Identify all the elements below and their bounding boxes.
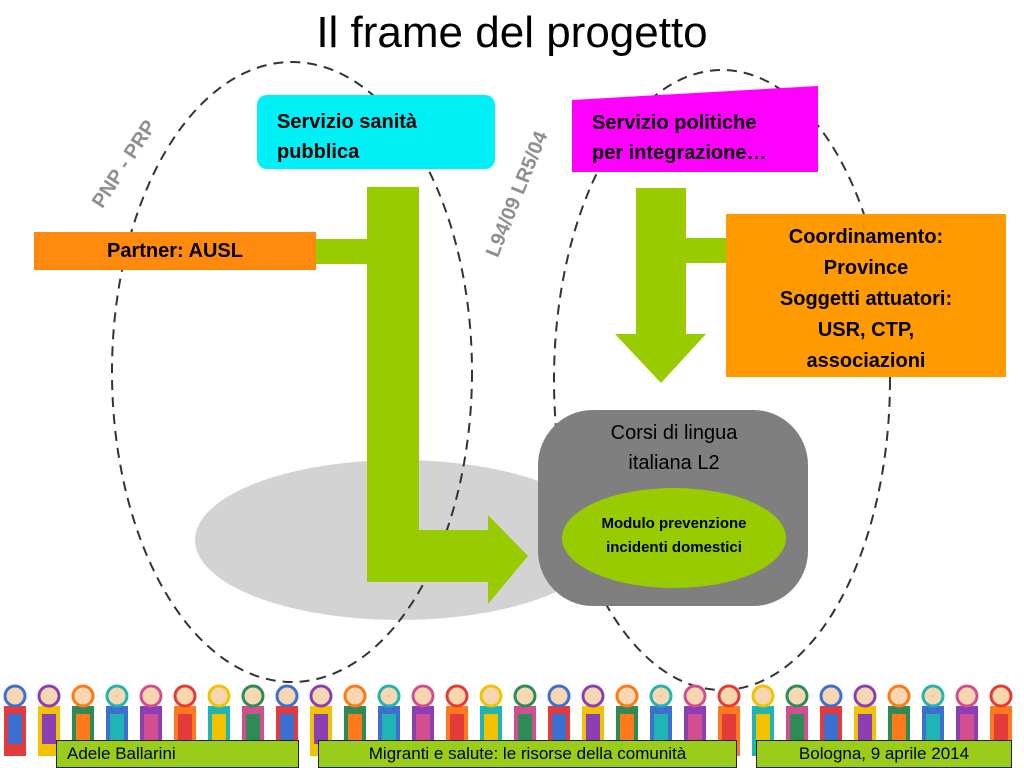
coord-line-3: Soggetti attuatori:	[779, 288, 953, 310]
footer-place-date: Bologna, 9 aprile 2014	[756, 740, 1012, 768]
footer-figure-head	[377, 684, 401, 708]
servizio-politiche-box: Servizio politiche per integrazione…	[570, 86, 820, 172]
footer-figure-head	[275, 684, 299, 708]
footer-figure-stripe	[144, 714, 158, 744]
footer-figure-head	[411, 684, 435, 708]
footer-figure-stripe	[620, 714, 634, 744]
modulo-line-1: Modulo prevenzione	[601, 515, 747, 532]
footer-figure-head	[683, 684, 707, 708]
footer-figure-head	[649, 684, 673, 708]
footer-figure-stripe	[8, 714, 22, 744]
footer-figure-stripe	[926, 714, 940, 744]
footer-figure-head	[71, 684, 95, 708]
coordinamento-box: Coordinamento: Province Soggetti attuato…	[726, 214, 1006, 377]
sanita-line-1: Servizio sanità	[277, 111, 418, 133]
footer-figure-head	[547, 684, 571, 708]
footer-figure-head	[751, 684, 775, 708]
sanita-line-2: pubblica	[277, 141, 360, 163]
right-green-arrow	[615, 188, 706, 383]
footer-figure-head	[105, 684, 129, 708]
footer-figure-head	[3, 684, 27, 708]
footer-figure-stripe	[450, 714, 464, 744]
modulo-line-2: incidenti domestici	[606, 539, 742, 556]
coord-connector	[684, 238, 728, 263]
partner-box: Partner: AUSL	[34, 232, 316, 270]
footer-figure-head	[581, 684, 605, 708]
footer-figure-stripe	[42, 714, 56, 744]
footer-figure-stripe	[348, 714, 362, 744]
footer-figure-head	[309, 684, 333, 708]
footer-figure-head	[173, 684, 197, 708]
politiche-shape	[572, 86, 818, 172]
servizio-sanita-box: Servizio sanità pubblica	[257, 95, 495, 169]
footer-figure-stripe	[858, 714, 872, 744]
footer-figure-head	[785, 684, 809, 708]
footer-figure-head	[955, 684, 979, 708]
corsi-line-2: italiana L2	[628, 452, 720, 474]
footer-figure-stripe	[994, 714, 1008, 744]
footer-figure-stripe	[790, 714, 804, 744]
corsi-line-1: Corsi di lingua	[610, 422, 738, 444]
coord-line-1: Coordinamento:	[788, 226, 944, 248]
footer-figure-stripe	[280, 714, 294, 744]
footer-figure-head	[445, 684, 469, 708]
politiche-line-2: per integrazione…	[592, 142, 767, 164]
footer-figure-stripe	[314, 714, 328, 744]
coord-line-5: associazioni	[806, 350, 926, 372]
footer-figure-stripe	[960, 714, 974, 744]
footer-figure-stripe	[518, 714, 532, 744]
footer-topic: Migranti e salute: le risorse della comu…	[318, 740, 737, 768]
footer-figure-stripe	[552, 714, 566, 744]
footer-figure-stripe	[824, 714, 838, 744]
coord-line-2: Province	[823, 257, 909, 279]
corsi-label: Corsi di lingua italiana L2	[540, 418, 808, 478]
footer-figure-head	[819, 684, 843, 708]
footer-figure-stripe	[892, 714, 906, 744]
footer-figure-head	[37, 684, 61, 708]
footer-figure-head	[717, 684, 741, 708]
footer-figure-stripe	[688, 714, 702, 744]
footer-figure-stripe	[484, 714, 498, 744]
footer-figure-head	[513, 684, 537, 708]
modulo-label: Modulo prevenzione incidenti domestici	[562, 512, 786, 560]
footer-figure-head	[241, 684, 265, 708]
footer-figure-head	[139, 684, 163, 708]
footer-figure-head	[887, 684, 911, 708]
footer-figure-stripe	[416, 714, 430, 744]
footer-figure-head	[343, 684, 367, 708]
politiche-line-1: Servizio politiche	[592, 112, 757, 134]
footer-figure-stripe	[76, 714, 90, 744]
footer-figure-stripe	[382, 714, 396, 744]
left-dashed-ellipse	[111, 61, 473, 683]
footer-figure-stripe	[756, 714, 770, 744]
partner-connector	[316, 239, 370, 264]
footer-figure-head	[921, 684, 945, 708]
footer-figure-head	[989, 684, 1013, 708]
page-title: Il frame del progetto	[316, 8, 708, 57]
footer-figure-stripe	[212, 714, 226, 744]
coord-line-4: USR, CTP,	[817, 319, 915, 341]
footer-figure-stripe	[110, 714, 124, 744]
modulo-ellipse	[562, 488, 786, 588]
left-green-arrow	[367, 187, 528, 604]
footer-figure-stripe	[722, 714, 736, 744]
footer-author: Adele Ballarini	[56, 740, 299, 768]
footer-figure-stripe	[586, 714, 600, 744]
footer-figure-head	[615, 684, 639, 708]
footer-figure-stripe	[246, 714, 260, 744]
footer-figure-stripe	[178, 714, 192, 744]
footer-figure-head	[853, 684, 877, 708]
footer-figure-stripe	[654, 714, 668, 744]
footer-figure-head	[479, 684, 503, 708]
footer-figure-head	[207, 684, 231, 708]
